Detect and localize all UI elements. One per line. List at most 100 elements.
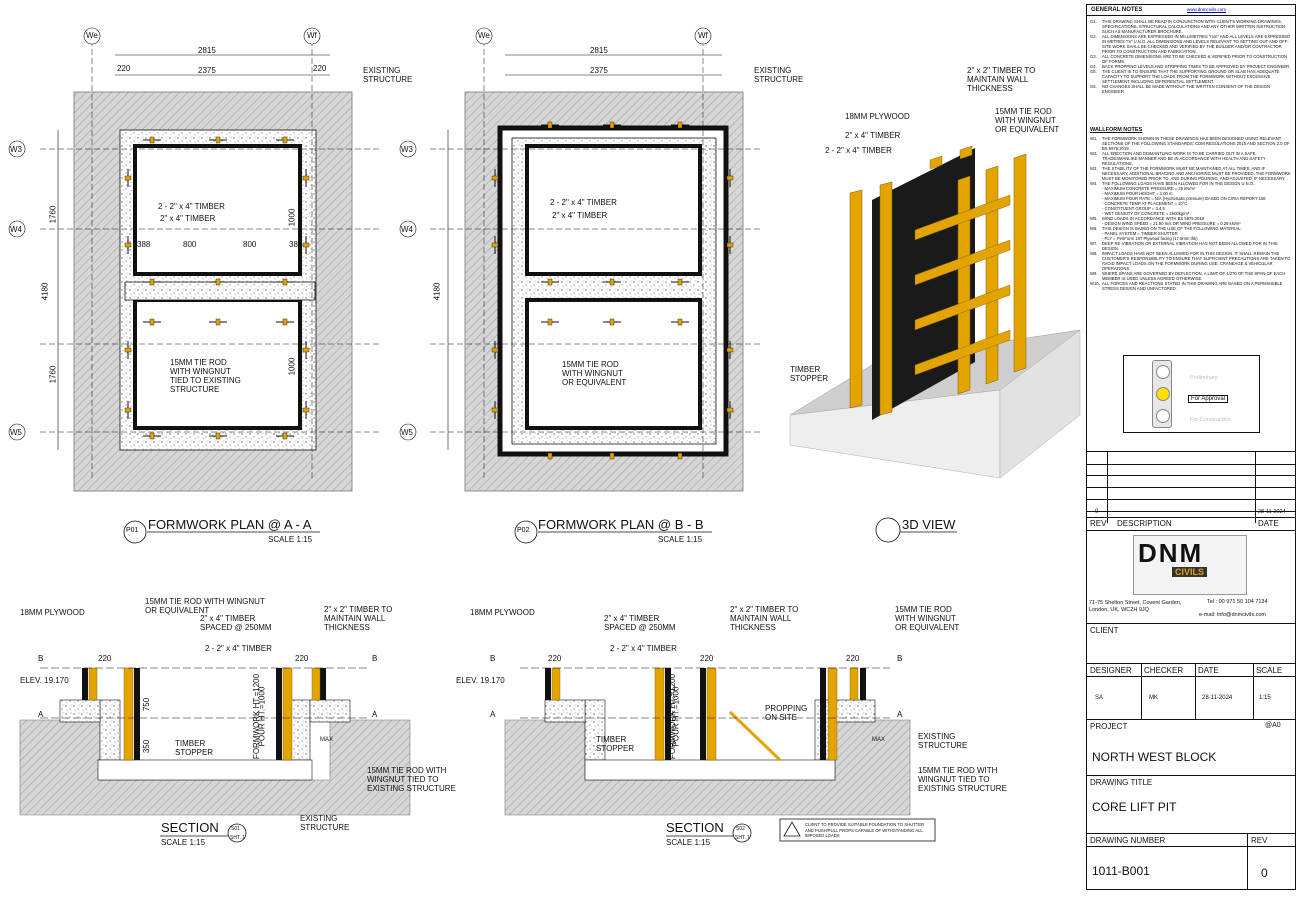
wall-note-text: WIND LOADS IN ACCORDANCE WITH BS 5975:20… [1102, 216, 1205, 221]
label-existing-structure-p02: EXISTING STRUCTURE [754, 66, 804, 84]
label-plywood-s02: 18MM PLYWOOD [470, 608, 535, 617]
general-note: G1.THIS DRAWING SHALL BE READ IN CONJUNC… [1090, 19, 1292, 34]
label-plywood-3d: 18MM PLYWOOD [845, 112, 910, 121]
wallform-notes-title: WALLFORM NOTES [1090, 127, 1143, 133]
status-box: Preliminary For Approval For Constructio… [1123, 355, 1260, 433]
wall-note: - DESIGN WIND SPEED = 21.90 m/s OR WIND … [1090, 221, 1292, 226]
project-label: PROJECT [1090, 722, 1128, 731]
label-max-s01: MAX [320, 737, 334, 743]
dim-220-s01-l: 220 [98, 654, 112, 663]
wall-note-text: IMPACT LOADS HAVE NOT BEEN ALLOWED FOR I… [1102, 251, 1291, 271]
wall-note: - WET DENSITY OF CONCRETE = 2500kg/m³ [1090, 211, 1292, 216]
label-double-timber-s02: 2 - 2" x 4" TIMBER [610, 644, 677, 653]
rev-row-date: 28-11-2024 [1258, 509, 1286, 515]
label-timber-p01: 2" x 4" TIMBER [160, 214, 216, 223]
label-timber-3d: 2" x 4" TIMBER [845, 131, 901, 140]
title-block: GENERAL NOTES www.dnmcivils.com G1.THIS … [1086, 4, 1296, 890]
company-email[interactable]: e-mail: info@dnmcivils.com [1199, 612, 1267, 618]
project-name: NORTH WEST BLOCK [1092, 750, 1217, 764]
view-3d [789, 145, 1081, 479]
general-note: G3. ALL CONCRETE DIMENSIONS ARE TO BE CHE… [1090, 54, 1292, 64]
wall-note-text: WHERE SPANS ARE GOVERNED BY DEFLECTION, … [1102, 271, 1286, 281]
wall-note: W10.ALL FORCES AND REACTIONS STATED IN T… [1090, 281, 1292, 291]
label-a-right-s02: A [897, 710, 903, 719]
general-note-text: ALL CONCRETE DIMENSIONS ARE TO BE CHECKE… [1102, 54, 1287, 64]
general-note-number: G2. [1090, 34, 1097, 39]
client-label: CLIENT [1090, 626, 1119, 635]
scale-value: 1:15 [1259, 695, 1271, 701]
title-s01: SECTION [161, 820, 219, 835]
label-tie-tied-s02: 15MM TIE ROD WITH WINGNUT TIED TO EXISTI… [918, 766, 1007, 793]
dim-220-s02-r: 220 [846, 654, 860, 663]
drawing-number-label: DRAWING NUMBER [1090, 836, 1166, 845]
general-note-number: G3. [1090, 54, 1097, 59]
label-elev-s01: ELEV. 19.170 [20, 676, 69, 685]
label-2x2-s01: 2" x 2" TIMBER TO MAINTAIN WALL THICKNES… [324, 605, 393, 632]
wall-note-text: - CONSTITUENT GROUP = 3,4,5 [1102, 206, 1165, 211]
title-p02: FORMWORK PLAN @ B - B [538, 517, 704, 532]
label-timber-p02: 2" x 4" TIMBER [552, 211, 608, 220]
wall-note-number: W6. [1090, 226, 1098, 231]
grid-w5-label: W5 [10, 428, 22, 437]
wall-note-text: THE FOLLOWING LOADS HAVE BEEN ALLOWED FO… [1102, 181, 1256, 186]
wallform-notes-list: W1.THE FORMWORK SHOWN IN THESE DRAWINGS … [1087, 136, 1295, 291]
dim-4180: 4180 [40, 282, 50, 301]
label-b-left-s02: B [490, 654, 496, 663]
grid-w3-label-2: W3 [401, 145, 413, 154]
title-s02: SECTION [666, 820, 724, 835]
wall-note-number: W10. [1090, 281, 1100, 286]
label-existing-s02: EXISTING STRUCTURE [918, 732, 968, 750]
label-existing-s01: EXISTING STRUCTURE [300, 814, 350, 832]
grid-we-label-2: We [478, 31, 490, 40]
wall-note: - MAXIMUM CONCRETE PRESSURE = 25 kN/m² [1090, 186, 1292, 191]
dim-388-right: 388 [289, 240, 303, 249]
revision-table [1087, 451, 1295, 523]
wall-note-text: - DESIGN WIND SPEED = 21.90 m/s OR WIND … [1102, 221, 1241, 226]
wall-note-text: ALL FORCES AND REACTIONS STATED IN THIS … [1102, 281, 1283, 291]
scale-p01: SCALE 1:15 [268, 535, 313, 544]
website-link[interactable]: www.dnmcivils.com [1187, 7, 1227, 12]
label-double-timber-p01: 2 - 2" x 4" TIMBER [158, 202, 225, 211]
label-pour-ht-s01: POUR HT.=1000 [257, 686, 267, 747]
wall-note: W5.WIND LOADS IN ACCORDANCE WITH BS 5975… [1090, 216, 1292, 221]
section-s02 [504, 667, 936, 842]
wall-note: W2.ALL ERECTION AND DISMANTLING WORK IS … [1090, 151, 1292, 166]
label-2x2-s02: 2" x 2" TIMBER TO MAINTAIN WALL THICKNES… [730, 605, 799, 632]
wall-note: W1.THE FORMWORK SHOWN IN THESE DRAWINGS … [1090, 136, 1292, 151]
marker-p01: P01 [126, 527, 139, 534]
general-note: G4.BACK PROPPING LEVELS AND STRIPPING TI… [1090, 64, 1292, 69]
label-stopper-s01: TIMBER STOPPER [175, 739, 214, 757]
dim-2815-p02: 2815 [590, 46, 608, 55]
wall-note: - PANEL SYSTEM = TIMBER SHUTTER [1090, 231, 1292, 236]
wall-note-number: W1. [1090, 136, 1098, 141]
general-note: G2.ALL DIMENSIONS ARE EXPRESSED IN MILLI… [1090, 34, 1292, 54]
label-double-timber-3d: 2 - 2" x 4" TIMBER [825, 146, 892, 155]
wall-note-number: W7. [1090, 241, 1098, 246]
dim-4180-p02: 4180 [432, 282, 442, 301]
dim-220-s01-r: 220 [295, 654, 309, 663]
general-note-number: G6. [1090, 84, 1097, 89]
drawing-number: 1011-B001 [1092, 864, 1150, 878]
traffic-light-icon [1152, 360, 1172, 428]
wall-note: - MAXIMUM POUR RATE = N/A (Hydrostatic p… [1090, 196, 1292, 201]
label-tie-rod-3d: 15MM TIE ROD WITH WINGNUT OR EQUIVALENT [995, 107, 1060, 134]
dim-220-right: 220 [313, 64, 327, 73]
wall-note-number: W8. [1090, 251, 1098, 256]
label-propping-s02: PROPPING ON SITE [765, 704, 808, 722]
label-existing-structure-p01: EXISTING STRUCTURE [363, 66, 413, 84]
dim-350-s01: 350 [142, 739, 152, 754]
dim-1000-bot: 1000 [287, 357, 297, 376]
label-pour-ht-s02: POUR HT.=1000 [671, 686, 681, 747]
rev-label: REV [1251, 836, 1268, 845]
rev-header: REV [1090, 519, 1107, 528]
label-tie-rod-p02: 15MM TIE ROD WITH WINGNUT OR EQUIVALENT [562, 360, 627, 387]
grid-w5-label-2: W5 [401, 428, 413, 437]
scale-s01: SCALE 1:15 [161, 838, 206, 847]
designer-value: SA [1095, 695, 1104, 701]
grid-w4-label: W4 [10, 225, 22, 234]
label-b-right-s01: B [372, 654, 378, 663]
wall-note: W8. IMPACT LOADS HAVE NOT BEEN ALLOWED FO… [1090, 251, 1292, 271]
wall-note-text: - PANEL SYSTEM = TIMBER SHUTTER [1102, 231, 1178, 236]
general-note: G5.THE CLIENT IS TO ENSURE THAT THE SUPP… [1090, 69, 1292, 84]
